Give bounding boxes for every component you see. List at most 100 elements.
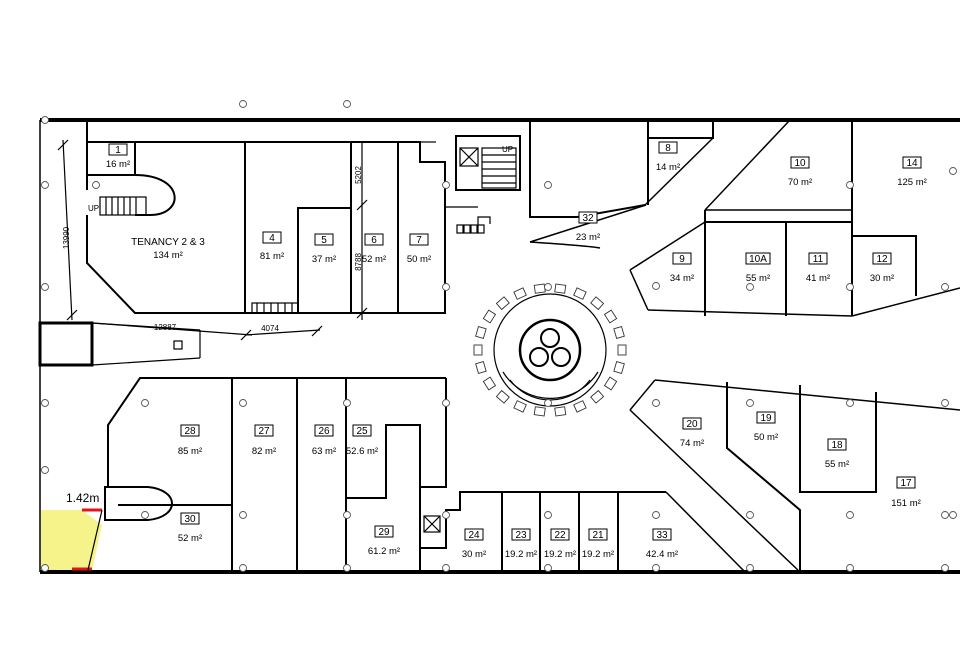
tenancy-number-box [254,424,274,437]
column-marker [343,399,351,407]
column-marker [41,181,49,189]
stair-up-left-label: UP [88,204,99,213]
central-atrium [493,293,607,407]
tenancy-number-box [682,417,702,430]
upper-right-rooms [529,119,960,317]
chair [482,309,497,324]
tenancy-number: 9 [679,254,685,265]
tenancy-area: 52 m² [362,254,386,265]
tenancy-number-box [652,528,672,541]
tenancy-area: 34 m² [670,273,694,284]
chair [590,296,605,311]
column-marker [746,283,754,291]
column-marker [41,399,49,407]
chair [573,400,587,413]
tenancy-area: 42.4 m² [646,549,678,560]
atrium-seating [473,283,627,417]
column-marker [544,399,552,407]
tenancy-number: 10A [749,254,767,265]
chair [603,376,618,391]
dim-8788: 8788 [354,253,363,271]
tenancy-area: 52 m² [178,533,202,544]
tenancy-number-box [374,525,394,538]
column-marker [41,466,49,474]
tenancy-number: 30 [184,514,196,525]
tenancy-number-box [364,233,384,246]
column-marker [652,282,660,290]
column-marker [343,100,351,108]
tenancy-number: 27 [258,426,270,437]
tenancy-label: TENANCY 2 & 3 [131,237,205,248]
tenancy-number: 22 [554,530,566,541]
tenancy-number-box [352,424,372,437]
tenancy-number-box [511,528,531,541]
column-marker [941,283,949,291]
tenancy-area: 82 m² [252,446,276,457]
tenancy-number-box [314,233,334,246]
tenancy-number: 25 [356,426,368,437]
structural-columns [41,100,957,572]
tenancy-number: 1 [115,145,121,156]
column-marker [846,283,854,291]
column-marker [141,399,149,407]
column-marker [442,564,450,572]
tenancy-area: 134 m² [153,250,183,261]
tenancy-area: 50 m² [754,432,778,443]
column-marker [239,511,247,519]
tenancy-area: 30 m² [462,549,486,560]
column-marker [343,564,351,572]
column-marker [442,181,450,189]
upper-left-rooms [86,120,446,314]
tenancy-area: 63 m² [312,446,336,457]
tenancy-number-box [262,231,282,244]
tenancy-number-box [588,528,608,541]
tenancy-number: 17 [900,478,912,489]
column-marker [846,399,854,407]
chair [482,376,497,391]
tenancy-number: 11 [813,254,824,265]
dim-4074: 4074 [261,324,279,333]
column-marker [41,564,49,572]
column-marker [746,399,754,407]
chair [473,344,483,356]
tenancy-number-box [872,252,892,265]
dim-1-42m: 1.42m [66,491,99,505]
tenancy-number-box [464,528,484,541]
tenancy-area: 52.6 m² [346,446,378,457]
column-marker [239,399,247,407]
chair [590,389,605,404]
chair [554,283,567,294]
tenancy-area: 55 m² [825,459,849,470]
chair [513,287,527,300]
tenancy-number: 5 [321,235,327,246]
chair [617,344,627,356]
tenancy-area: 74 m² [680,438,704,449]
column-marker [544,511,552,519]
tenancy-number: 29 [378,527,390,538]
tenancy-area: 85 m² [178,446,202,457]
column-marker [92,181,100,189]
chair [475,360,487,374]
tenancy-area: 19.2 m² [544,549,576,560]
tenancy-number-box [808,252,828,265]
tenancy-area: 37 m² [312,254,336,265]
tenancy-number-box [314,424,334,437]
column-marker [941,564,949,572]
chair [495,296,510,311]
column-marker [239,100,247,108]
tenancy-number: 19 [760,413,772,424]
dimension-lines [57,139,368,341]
tenancy-area: 151 m² [891,498,921,509]
tenancy-number: 20 [686,419,698,430]
column-marker [846,564,854,572]
tenancy-number-box [108,143,128,156]
tenancy-number: 23 [515,530,527,541]
tenancy-area: 14 m² [656,162,680,173]
tenancy-number-box [409,233,429,246]
tenancy-number: 26 [318,426,330,437]
tenancy-number: 14 [906,158,918,169]
tenancy-number: 10 [794,158,806,169]
column-marker [343,511,351,519]
